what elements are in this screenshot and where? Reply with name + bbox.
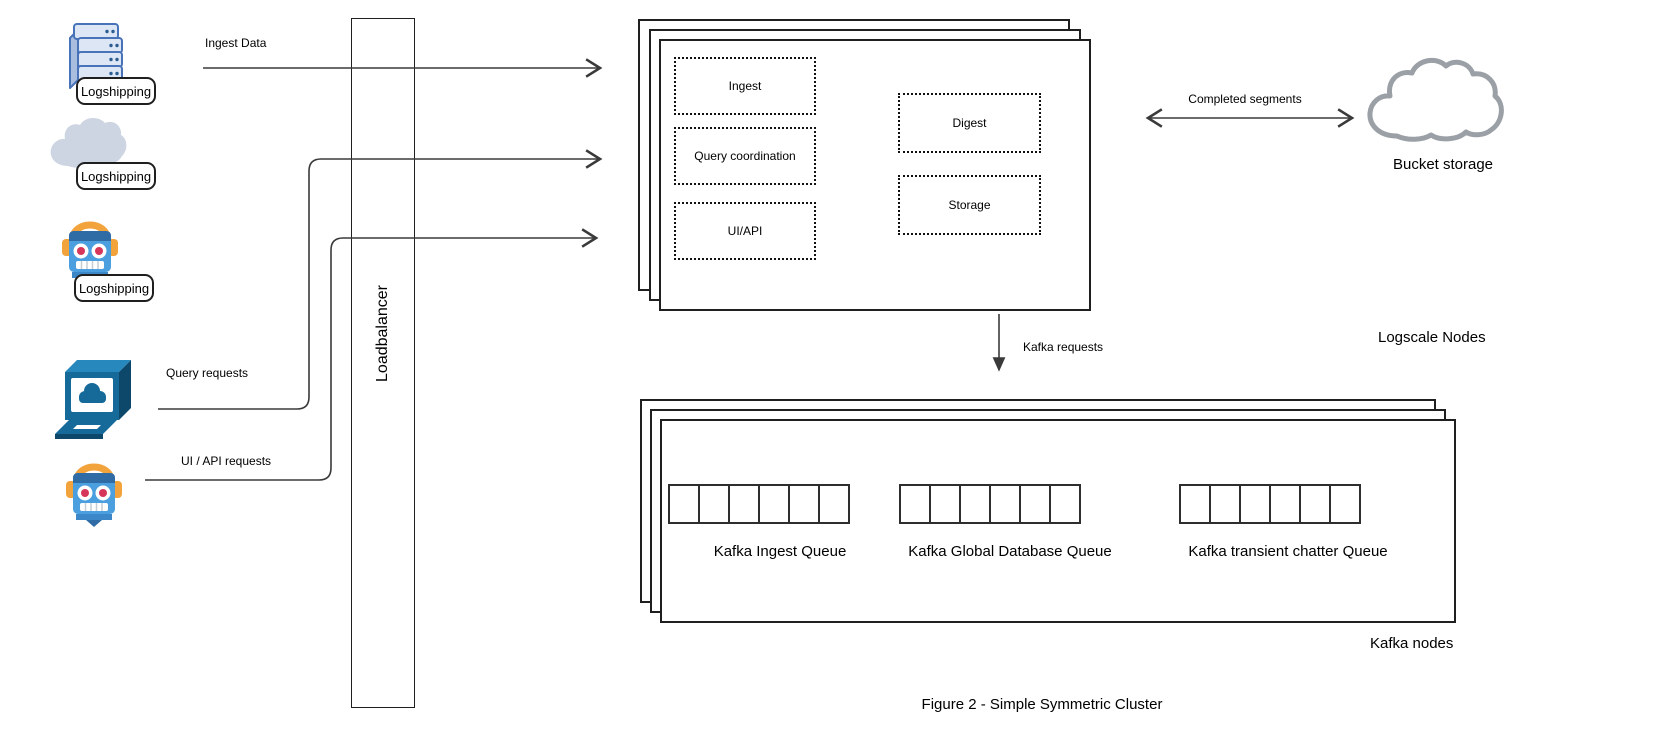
role-storage-label: Storage: [948, 198, 991, 212]
logshipping-text: Logshipping: [78, 280, 150, 296]
kafka-requests-label: Kafka requests: [1023, 340, 1104, 354]
loadbalancer-box: Loadbalancer: [351, 18, 415, 708]
role-digest-box: Digest: [898, 93, 1041, 153]
ingest-data-label: Ingest Data: [205, 36, 267, 50]
queue-cell: [1179, 484, 1211, 524]
logshipping-label: Logshipping: [76, 162, 156, 190]
queue-cell: [929, 484, 961, 524]
queue-cell: [698, 484, 730, 524]
kafka-ingest-queue-label: Kafka Ingest Queue: [713, 543, 847, 560]
queue-cell: [818, 484, 850, 524]
kafka-global-database-queue: [899, 484, 1081, 524]
kafka-transient-chatter-queue: [1179, 484, 1361, 524]
logshipping-label: Logshipping: [76, 77, 156, 105]
kafka-nodes-title: Kafka nodes: [1370, 635, 1454, 652]
queue-cell: [1269, 484, 1301, 524]
queue-cell: [989, 484, 1021, 524]
queue-cell: [1209, 484, 1241, 524]
queue-cell: [1019, 484, 1051, 524]
queue-cell: [668, 484, 700, 524]
queue-cell: [1329, 484, 1361, 524]
queue-cell: [728, 484, 760, 524]
role-query-coordination-label: Query coordination: [694, 149, 796, 163]
computer-icon: [55, 360, 131, 439]
role-storage-box: Storage: [898, 175, 1041, 235]
queue-cell: [788, 484, 820, 524]
figure-caption: Figure 2 - Simple Symmetric Cluster: [921, 696, 1163, 713]
logshipping-text: Logshipping: [80, 168, 152, 184]
completed-segments-label: Completed segments: [1188, 92, 1302, 106]
role-ui-api-label: UI/API: [727, 224, 763, 238]
loadbalancer-label: Loadbalancer: [374, 284, 391, 382]
bucket-storage-label: Bucket storage: [1392, 156, 1494, 173]
cloud-icon: [50, 117, 127, 168]
kafka-ingest-queue: [668, 484, 850, 524]
role-ui-api-box: UI/API: [674, 202, 816, 260]
robot-icon: [66, 467, 122, 527]
queue-cell: [758, 484, 790, 524]
queue-cell: [1299, 484, 1331, 524]
bucket-storage-cloud-icon: [1367, 57, 1504, 142]
queue-cell: [1239, 484, 1271, 524]
kafka-transient-chatter-queue-label: Kafka transient chatter Queue: [1188, 543, 1388, 560]
queue-cell: [1049, 484, 1081, 524]
role-ingest-label: Ingest: [728, 79, 762, 93]
logscale-nodes-title: Logscale Nodes: [1378, 329, 1486, 346]
role-ingest-box: Ingest: [674, 57, 816, 115]
queue-cell: [959, 484, 991, 524]
role-query-coordination-box: Query coordination: [674, 127, 816, 185]
logshipping-label: Logshipping: [74, 274, 154, 302]
logshipping-text: Logshipping: [80, 83, 152, 99]
kafka-global-database-queue-label: Kafka Global Database Queue: [908, 543, 1112, 560]
role-digest-label: Digest: [952, 116, 987, 130]
queue-cell: [899, 484, 931, 524]
